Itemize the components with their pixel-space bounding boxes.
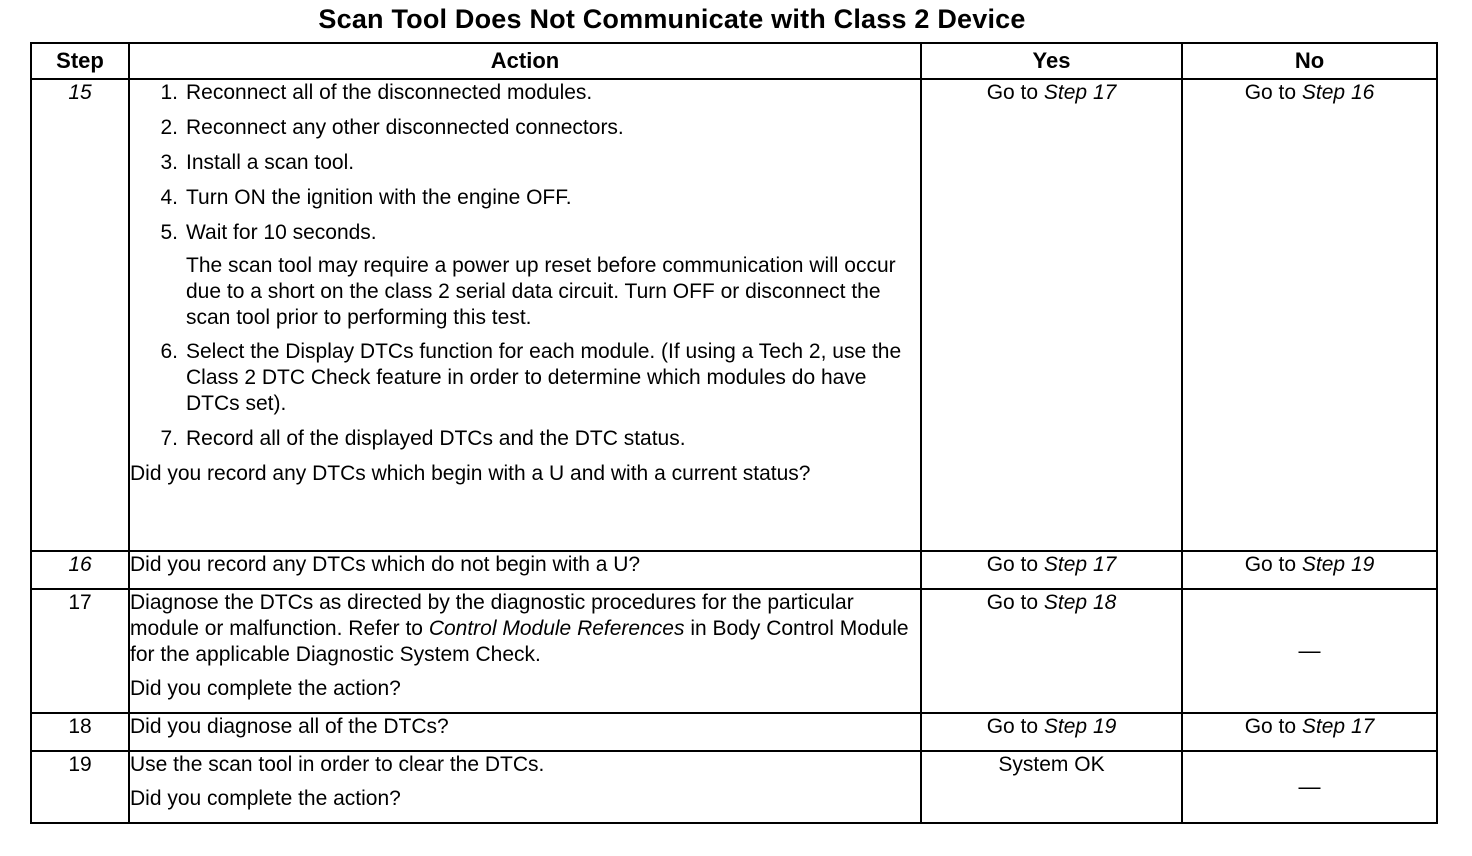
step-link: Step 17 xyxy=(1301,715,1375,738)
action-cell: Did you record any DTCs which do not beg… xyxy=(128,550,922,590)
header-step: Step xyxy=(30,42,130,80)
item-number: 5. xyxy=(160,221,178,244)
goto-prefix: Go to xyxy=(1244,81,1297,104)
list-item: 3. Install a scan tool. xyxy=(160,150,920,176)
step-question: Did you record any DTCs which do not beg… xyxy=(130,553,641,576)
step-question: Did you complete the action? xyxy=(130,677,401,700)
item-text: Select the Display DTCs function for eac… xyxy=(186,340,902,415)
item-number: 7. xyxy=(160,427,178,450)
list-item: 1. Reconnect all of the disconnected modu… xyxy=(160,80,920,106)
goto-prefix: Go to xyxy=(986,591,1039,614)
table-row-step-16: 16 Did you record any DTCs which do not … xyxy=(30,550,1438,590)
step-number: 17 xyxy=(30,588,130,714)
instruction-text-continued: in Body Control Module for the applicabl… xyxy=(130,617,909,666)
step-question: Did you complete the action? xyxy=(130,787,401,810)
no-cell: Go to Step 16 xyxy=(1181,78,1438,552)
no-cell: — xyxy=(1181,750,1438,824)
step-question: Did you record any DTCs which begin with… xyxy=(130,462,811,485)
goto-prefix: Go to xyxy=(986,81,1039,104)
list-item: 5. Wait for 10 seconds. xyxy=(160,220,920,246)
header-yes: Yes xyxy=(920,42,1183,80)
list-item: 6. Select the Display DTCs function for e… xyxy=(160,339,920,417)
step-number: 18 xyxy=(30,712,130,752)
step-link: Step 17 xyxy=(1043,553,1117,576)
item-number: 4. xyxy=(160,186,178,209)
action-cell: Use the scan tool in order to clear the … xyxy=(128,750,922,824)
yes-cell: Go to Step 19 xyxy=(920,712,1183,752)
power-reset-note: The scan tool may require a power up res… xyxy=(186,254,896,329)
table-row-step-15: 15 1. Reconnect all of the disconnected m… xyxy=(30,78,1438,552)
item-text: Reconnect all of the disconnected module… xyxy=(186,81,593,104)
no-cell: — xyxy=(1181,588,1438,714)
item-number: 1. xyxy=(160,81,178,104)
diagnose-instruction: Diagnose the DTCs as directed by the dia… xyxy=(130,590,920,668)
header-action: Action xyxy=(128,42,922,80)
step-link: Step 19 xyxy=(1043,715,1117,738)
yes-cell: Go to Step 18 xyxy=(920,588,1183,714)
step-number: 19 xyxy=(30,750,130,824)
goto-prefix: Go to xyxy=(986,553,1039,576)
yes-cell: System OK xyxy=(920,750,1183,824)
header-no: No xyxy=(1181,42,1438,80)
item-text: Wait for 10 seconds. xyxy=(186,221,377,244)
step-link: Step 19 xyxy=(1301,553,1375,576)
not-applicable-dash: — xyxy=(1298,773,1321,799)
clear-dtcs-instruction: Use the scan tool in order to clear the … xyxy=(130,753,545,776)
item-text: Record all of the displayed DTCs and the… xyxy=(186,427,686,450)
action-cell: Did you diagnose all of the DTCs? xyxy=(128,712,922,752)
yes-cell: Go to Step 17 xyxy=(920,78,1183,552)
table-row-step-19: 19 Use the scan tool in order to clear t… xyxy=(30,750,1438,824)
step-link: Step 18 xyxy=(1043,591,1117,614)
goto-prefix: Go to xyxy=(1244,715,1297,738)
step-number: 16 xyxy=(30,550,130,590)
step-number: 15 xyxy=(30,78,130,552)
document-title: Scan Tool Does Not Communicate with Clas… xyxy=(318,4,1026,34)
yes-cell: Go to Step 17 xyxy=(920,550,1183,590)
no-cell: Go to Step 17 xyxy=(1181,712,1438,752)
item-number: 2. xyxy=(160,116,178,139)
goto-prefix: Go to xyxy=(1244,553,1297,576)
item-text: Install a scan tool. xyxy=(186,151,355,174)
action-step-list: 1. Reconnect all of the disconnected modu… xyxy=(130,80,920,246)
list-item: 4. Turn ON the ignition with the engine O… xyxy=(160,185,920,211)
list-item: 2. Reconnect any other disconnected conne… xyxy=(160,115,920,141)
list-item: 7. Record all of the displayed DTCs and t… xyxy=(160,426,920,452)
instruction-text: Diagnose the DTCs as directed by the dia… xyxy=(130,591,854,640)
system-ok-text: System OK xyxy=(998,753,1105,776)
step-link: Step 17 xyxy=(1043,81,1117,104)
reference-title: Control Module References xyxy=(428,617,685,640)
item-text: Turn ON the ignition with the engine OFF… xyxy=(186,186,572,209)
item-number: 3. xyxy=(160,151,178,174)
table-row-step-17: 17 Diagnose the DTCs as directed by the … xyxy=(30,588,1438,714)
diagnostic-table: Step Action Yes No 15 1. Reconnect all of… xyxy=(30,42,1438,824)
item-text: Reconnect any other disconnected connect… xyxy=(186,116,624,139)
action-cell: 1. Reconnect all of the disconnected modu… xyxy=(128,78,922,552)
header-row: Step Action Yes No xyxy=(30,42,1438,80)
action-cell: Diagnose the DTCs as directed by the dia… xyxy=(128,588,922,714)
table-row-step-18: 18 Did you diagnose all of the DTCs? Go … xyxy=(30,712,1438,752)
goto-prefix: Go to xyxy=(986,715,1039,738)
not-applicable-dash: — xyxy=(1298,637,1321,663)
no-cell: Go to Step 19 xyxy=(1181,550,1438,590)
action-step-list-continued: 6. Select the Display DTCs function for e… xyxy=(130,339,920,452)
item-number: 6. xyxy=(160,340,178,363)
step-link: Step 16 xyxy=(1301,81,1375,104)
step-question: Did you diagnose all of the DTCs? xyxy=(130,715,449,738)
